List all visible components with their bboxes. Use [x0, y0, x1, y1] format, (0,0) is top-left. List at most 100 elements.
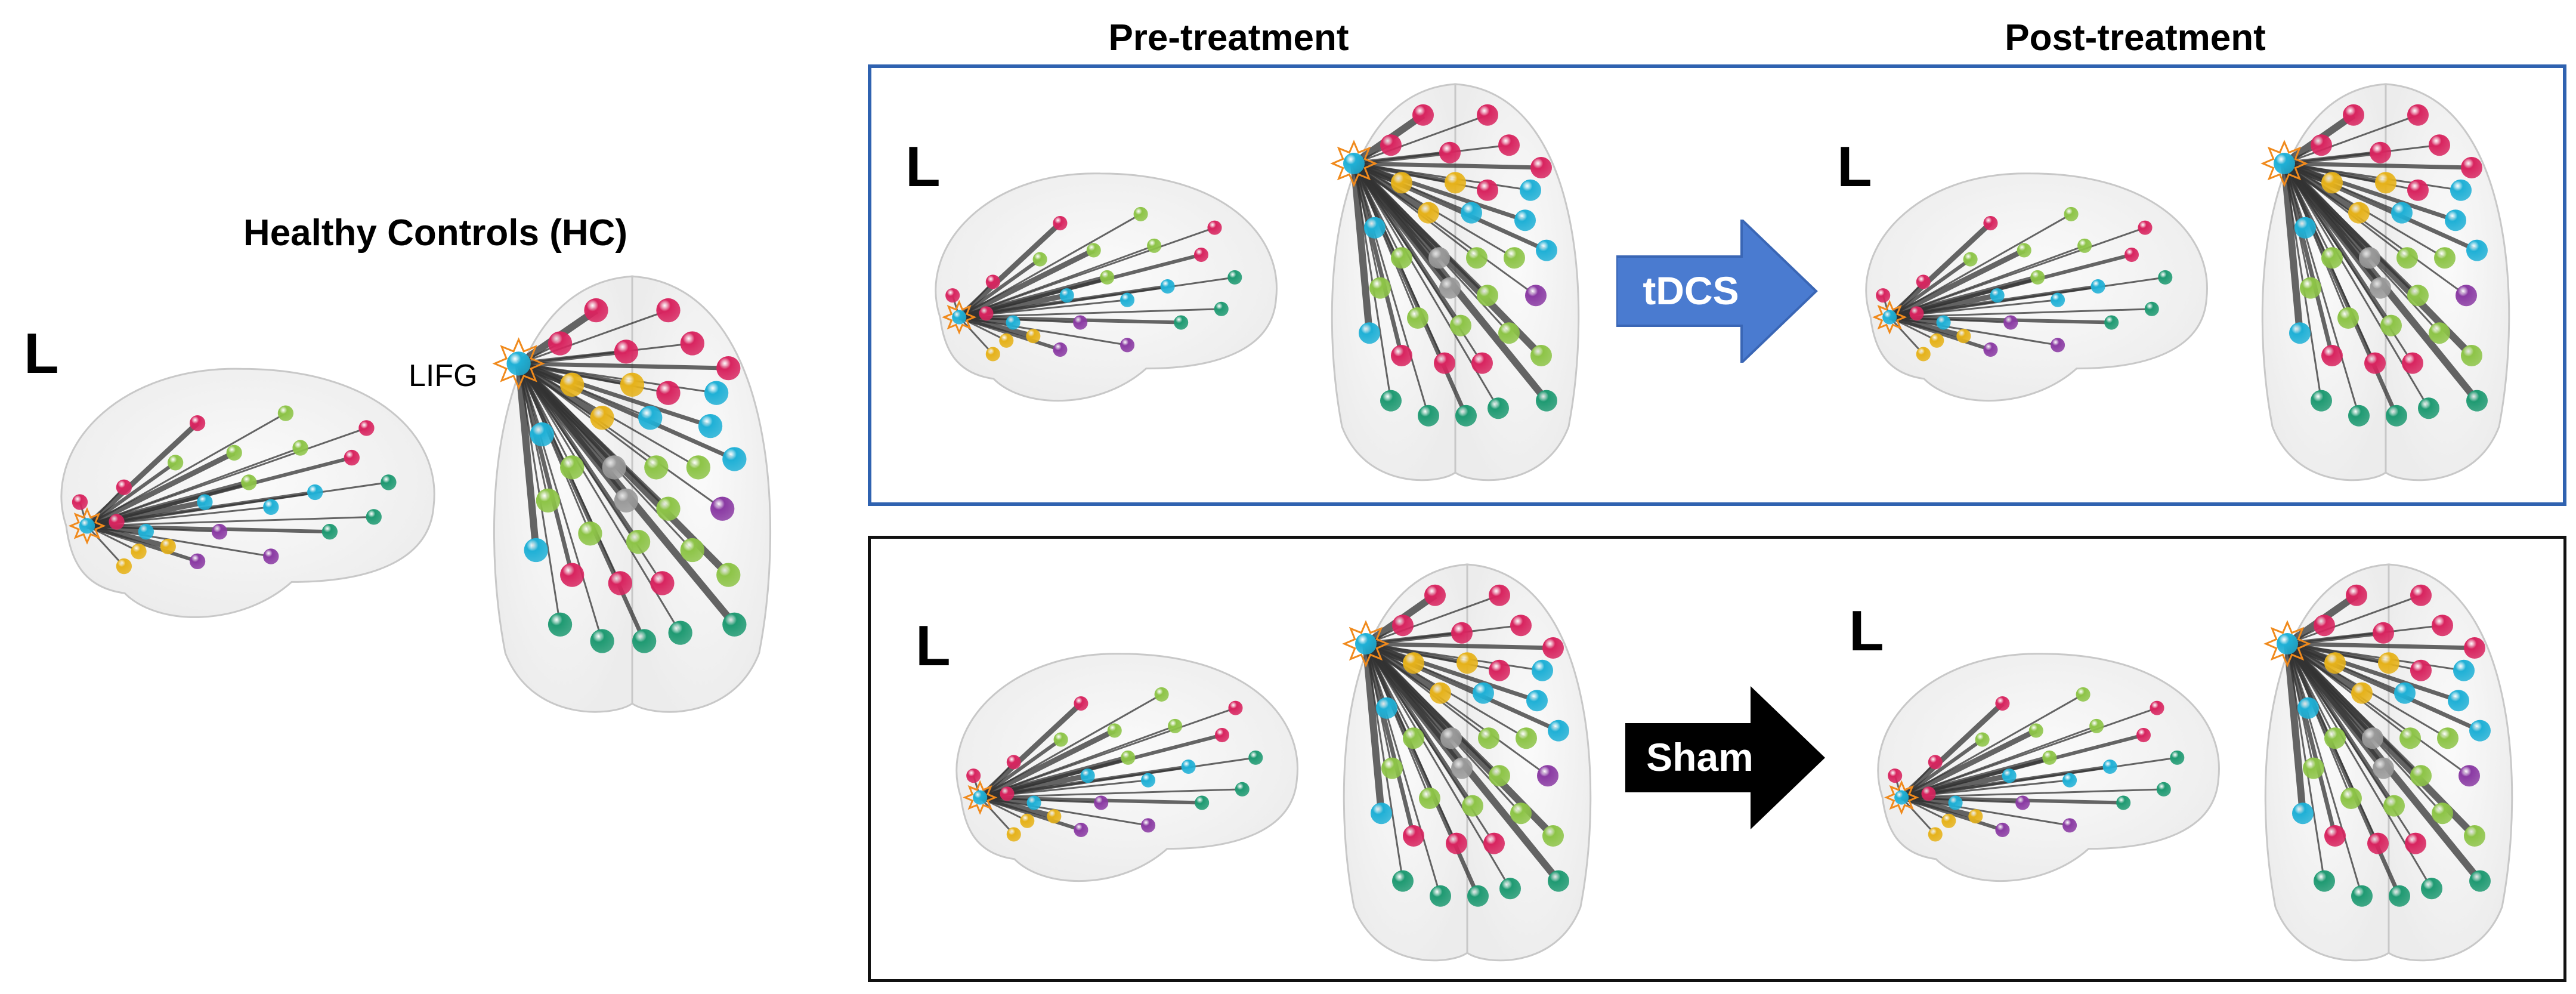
brain-node [1995, 822, 2010, 837]
brain-node [1975, 732, 1990, 747]
lifg-seed-marker [942, 300, 977, 335]
brain-node [1498, 322, 1520, 344]
brain-node [1510, 615, 1532, 637]
brain-node [1450, 314, 1471, 337]
brain-node [263, 499, 279, 515]
brain-node [1364, 217, 1386, 239]
sham-post-axial-brain [2240, 552, 2538, 970]
brain-node [590, 406, 614, 430]
brain-node [2466, 390, 2488, 412]
brain-node [1916, 274, 1931, 289]
brain-node [1141, 773, 1156, 788]
hemisphere-label-tdcs-pre: L [905, 135, 941, 199]
brain-node [548, 331, 573, 356]
brain-node [2396, 247, 2418, 269]
brain-node [277, 405, 294, 421]
brain-node [1929, 333, 1944, 348]
brain-node [2062, 818, 2077, 833]
brain-node [614, 488, 639, 513]
brain-node [2311, 390, 2332, 412]
brain-node [999, 333, 1014, 348]
brain-node [716, 356, 741, 381]
axial-brain-svg [1330, 83, 1580, 481]
hc-axial-brain [465, 263, 799, 722]
brain-node [1059, 288, 1074, 303]
brain-node [2170, 750, 2185, 765]
brain-node [2017, 243, 2031, 258]
brain-node [1141, 818, 1156, 833]
brain-node [1120, 292, 1135, 307]
brain-node [1359, 322, 1380, 344]
brain-node [2394, 682, 2416, 704]
brain-node [2464, 637, 2485, 659]
brain-node [656, 381, 681, 405]
brain-node [710, 496, 735, 521]
brain-node [1006, 827, 1021, 842]
brain-node [2450, 179, 2472, 201]
brain-node [1956, 329, 1971, 344]
brain-node [1121, 750, 1136, 765]
lifg-seed-marker [1330, 140, 1378, 187]
brain-node [2104, 315, 2119, 330]
brain-node [1532, 659, 1553, 681]
brain-node [2289, 322, 2311, 344]
brain-node [2410, 765, 2432, 787]
brain-node [1235, 782, 1250, 797]
brain-node [1391, 247, 1412, 269]
lifg-seed-marker [2263, 620, 2311, 668]
brain-node [1983, 216, 1998, 231]
brain-node [1516, 727, 1537, 749]
brain-node [656, 496, 681, 521]
lifg-seed-marker [1342, 620, 1390, 668]
brain-node [2348, 405, 2370, 427]
brain-node [2429, 322, 2450, 344]
brain-node [680, 538, 704, 563]
brain-node [656, 298, 681, 323]
brain-node [358, 420, 375, 436]
brain-node [584, 298, 608, 323]
brain-node [1948, 795, 1963, 810]
brain-node [560, 455, 585, 480]
brain-node [1990, 288, 2005, 303]
brain-node [722, 447, 747, 471]
brain-node [1391, 172, 1412, 194]
brain-node [307, 484, 323, 501]
brain-outline [1865, 172, 2208, 402]
brain-node [2028, 723, 2043, 738]
axial-brain-svg [492, 275, 772, 713]
brain-node [608, 571, 632, 595]
brain-node [1478, 727, 1499, 749]
brain-node [1418, 405, 1439, 427]
lateral-brain-svg [1865, 172, 2208, 402]
brain-node [1489, 584, 1510, 606]
brain-node [160, 538, 176, 555]
brain-node [2464, 825, 2485, 847]
brain-node [2375, 172, 2396, 194]
brain-node [1514, 209, 1536, 231]
brain-node [2051, 338, 2065, 353]
brain-node [1510, 802, 1532, 825]
brain-node [979, 306, 994, 321]
brain-node [1195, 795, 1210, 810]
brain-node [620, 372, 645, 397]
brain-node [226, 444, 242, 461]
brain-node [548, 612, 573, 637]
brain-node [2469, 870, 2491, 892]
brain-node [2410, 659, 2432, 681]
brain-node [131, 544, 147, 560]
brain-node [1181, 759, 1196, 774]
brain-node [116, 558, 132, 575]
brain-node [722, 612, 747, 637]
brain-node [72, 494, 88, 510]
brain-node [704, 381, 729, 405]
brain-node [638, 406, 663, 430]
brain-node [197, 494, 213, 510]
brain-node [2432, 802, 2453, 825]
pre-treatment-heading: Pre-treatment [1108, 17, 1349, 58]
brain-node [189, 553, 206, 569]
brain-node [1921, 786, 1936, 801]
brain-node [626, 530, 651, 554]
brain-node [1467, 885, 1489, 907]
lateral-brain-svg [955, 653, 1298, 882]
brain-node [1214, 301, 1229, 316]
